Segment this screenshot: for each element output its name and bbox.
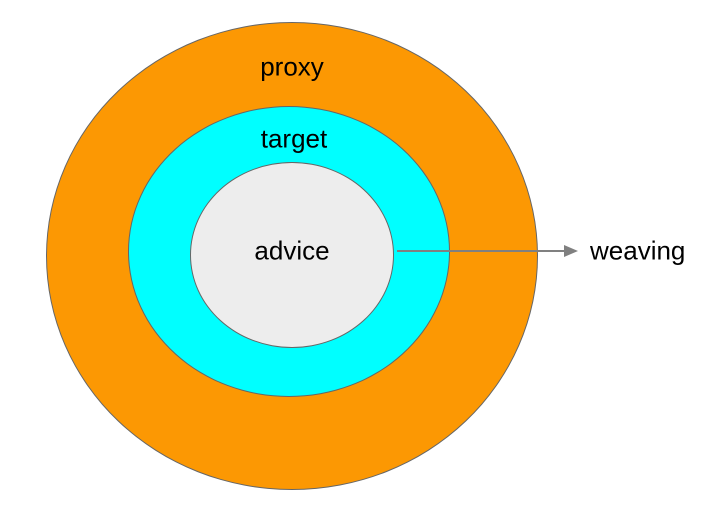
weaving-label: weaving [590, 235, 686, 266]
proxy-label: proxy [260, 51, 324, 82]
advice-label: advice [254, 235, 330, 266]
weaving-arrowhead-icon [564, 245, 578, 257]
advice-core-ellipse [190, 162, 394, 348]
weaving-arrow-line [397, 250, 564, 252]
target-label: target [260, 123, 328, 154]
